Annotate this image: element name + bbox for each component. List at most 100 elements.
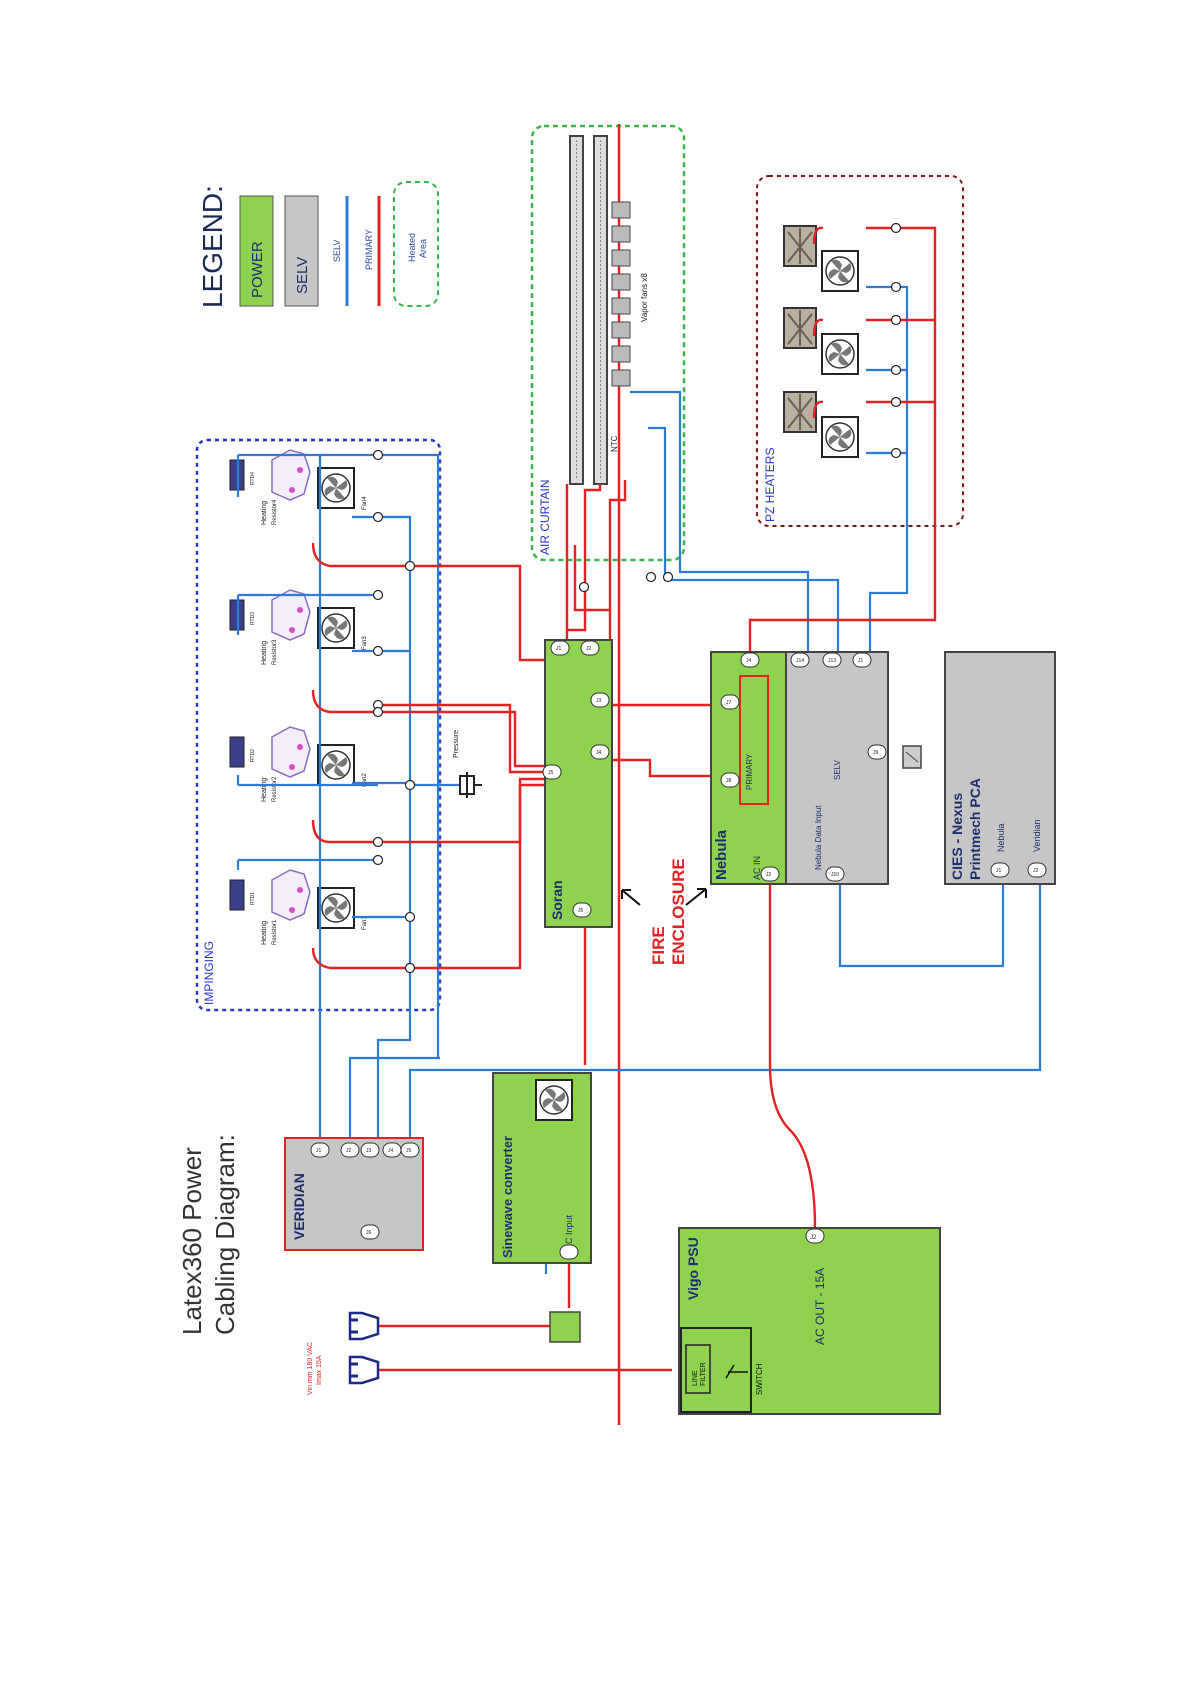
connector-label: J6	[366, 1230, 372, 1236]
connector-label: J4	[388, 1148, 394, 1154]
connector-label: J7	[726, 700, 732, 706]
wire-junctions	[372, 222, 902, 974]
connector-label: J3	[596, 698, 602, 704]
connector-label: J3	[366, 1148, 372, 1154]
rtd-label: RTD1	[250, 892, 256, 905]
sinewave-converter: Sinewave converter AC Input	[492, 1072, 592, 1264]
fan-icon	[317, 887, 355, 929]
soran-connector: J1	[550, 640, 570, 656]
heating-resistor-icon	[271, 726, 311, 778]
svg-text:Area: Area	[418, 239, 428, 258]
connector-label: J2	[586, 646, 592, 652]
svg-text:Sinewave converter: Sinewave converter	[500, 1136, 515, 1258]
heating-resistor-icon	[271, 449, 311, 501]
mains-plug-2	[348, 1355, 380, 1385]
connector-label: J10	[831, 872, 839, 878]
legend-selv-swatch	[284, 195, 319, 307]
cies-connector: J1	[990, 862, 1010, 878]
cies-board: CIES - Nexus Printmech PCA Nebula Veridi…	[944, 651, 1056, 885]
svg-text:SWITCH: SWITCH	[755, 1363, 764, 1395]
vapor-fans	[611, 201, 631, 387]
svg-text:FILTER: FILTER	[700, 1362, 707, 1386]
pz-heater-units	[783, 225, 859, 458]
pz-heaters-region	[756, 175, 964, 527]
rtd-label: RTD3	[250, 612, 256, 625]
svg-text:LEGEND:: LEGEND:	[197, 185, 228, 308]
nebula-connector: J7	[720, 694, 740, 710]
svg-text:PRIMARY: PRIMARY	[364, 229, 374, 270]
svg-text:Printmech PCA: Printmech PCA	[967, 778, 983, 880]
heating-resistor-label: Resistor3	[272, 639, 278, 665]
soran-board: Soran	[544, 639, 613, 928]
nebula-board: Nebula AC IN PRIMARY SELV Nebula Data In…	[710, 651, 889, 885]
veridian-connector: J1	[310, 1142, 330, 1158]
nebula-aux-component	[902, 745, 922, 769]
vapor-fan-icon	[611, 225, 631, 243]
pz-heater-1	[783, 225, 859, 292]
pz-heater-3	[783, 391, 859, 458]
heating-resistor-label: Resistor1	[272, 919, 278, 945]
fan-icon	[317, 744, 355, 786]
pressure-sensor: Pressure	[453, 730, 482, 798]
svg-text:ENCLOSURE: ENCLOSURE	[669, 858, 688, 965]
legend-power-swatch	[239, 195, 274, 307]
legend: LEGEND: POWER SELV SELV PRIMARY Heated A…	[197, 181, 439, 308]
legend-heated-area	[393, 181, 439, 307]
rtd-label: RTD4	[250, 472, 256, 485]
rtd-label: RTD2	[250, 749, 256, 762]
svg-text:Nebula: Nebula	[996, 823, 1006, 852]
soran-connector: J2	[580, 640, 600, 656]
svg-text:Vin mm 180 VAC: Vin mm 180 VAC	[307, 1342, 314, 1395]
nebula-connector: J1	[852, 652, 872, 668]
connector-label: J5	[548, 770, 554, 776]
junction-dot	[372, 449, 384, 461]
junction-dot	[372, 645, 384, 657]
fan-label: Fan3	[362, 636, 368, 650]
svg-text:AC IN: AC IN	[752, 856, 762, 880]
junction-dot	[404, 560, 416, 572]
soran-connector: J6	[572, 902, 592, 918]
heating-resistor-icon	[271, 869, 311, 921]
vapor-fans-label: Vapor fans x8	[640, 273, 649, 322]
pz-fan-icon	[821, 416, 859, 458]
diagram-title: Latex360 Power Cabling Diagram:	[177, 1134, 240, 1335]
ntc-label: NTC	[610, 435, 619, 452]
vapor-fan-icon	[611, 369, 631, 387]
svg-text:FIRE: FIRE	[649, 926, 668, 965]
junction-dot	[890, 281, 902, 293]
connector-label: J1	[858, 658, 864, 664]
veridian-connector: J2	[340, 1142, 360, 1158]
impinging-region	[195, 438, 442, 1012]
junction-dot	[890, 364, 902, 376]
nebula-connector: J9	[867, 744, 887, 760]
connector-label: J9	[873, 750, 879, 756]
svg-text:Soran: Soran	[549, 880, 565, 920]
cies-connector: J2	[1027, 862, 1047, 878]
svg-text:Veridian: Veridian	[1032, 819, 1042, 852]
air-curtain-tubes	[569, 135, 608, 485]
svg-text:PRIMARY: PRIMARY	[745, 753, 754, 790]
junction-dot	[404, 911, 416, 923]
junction-dot	[890, 447, 902, 459]
vapor-fan-icon	[611, 249, 631, 267]
vapor-fan-icon	[611, 297, 631, 315]
vigo-psu: Vigo PSU AC OUT - 15A LINE FILTER SWITCH…	[678, 1227, 941, 1415]
soran-connector: J4	[590, 744, 610, 760]
svg-text:Nebula Data Input: Nebula Data Input	[814, 805, 823, 870]
fan-label: Fan2	[362, 773, 368, 787]
junction-dot	[645, 571, 657, 583]
junction-dot	[890, 396, 902, 408]
junction-dot	[372, 854, 384, 866]
connector-label: J13	[828, 658, 836, 664]
veridian-board: VERIDIAN	[284, 1137, 424, 1251]
impinging-label: IMPINGING	[202, 941, 216, 1005]
fan-label: Fan4	[362, 496, 368, 510]
svg-text:Nebula: Nebula	[713, 829, 730, 880]
svg-text:POWER: POWER	[249, 241, 266, 298]
junction-dot	[890, 314, 902, 326]
svg-text:AC Input: AC Input	[564, 1214, 574, 1250]
connector-label: J2	[766, 872, 772, 878]
veridian-connector: J5	[400, 1142, 420, 1158]
